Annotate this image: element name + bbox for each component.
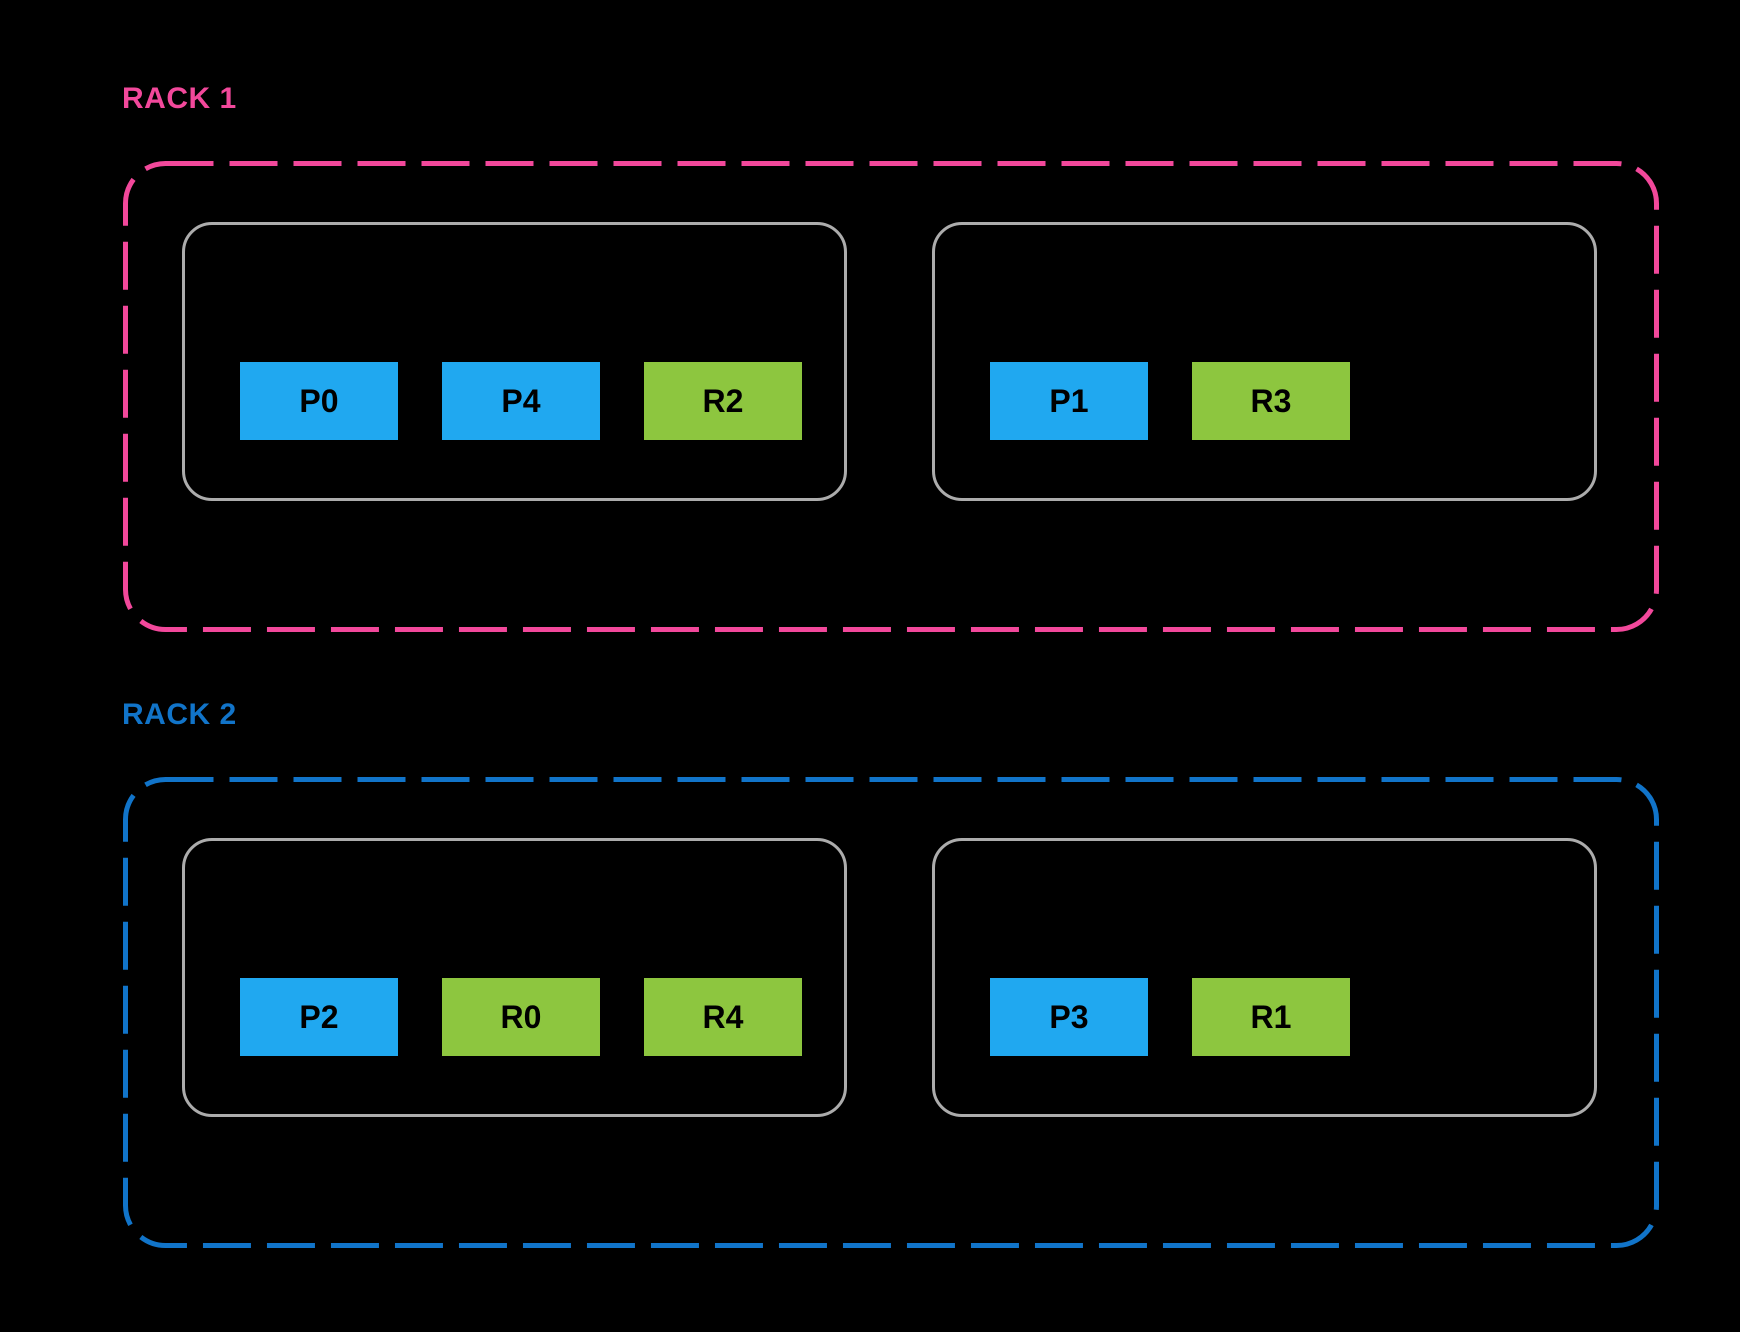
chip-label: P1	[1049, 382, 1089, 419]
hosts-row: P0 P4 R2 P1 R3	[182, 222, 1597, 501]
chip-p0: P0	[240, 362, 398, 440]
chip-label: R1	[1250, 998, 1292, 1035]
chip-r2: R2	[644, 362, 802, 440]
rack-boundary-1: P0 P4 R2 P1 R3	[123, 161, 1659, 632]
chip-label: P4	[501, 382, 541, 419]
chip-p4: P4	[442, 362, 600, 440]
chip-r3: R3	[1192, 362, 1350, 440]
chip-p1: P1	[990, 362, 1148, 440]
chip-label: P0	[299, 382, 339, 419]
chips-row: P2 R0 R4	[240, 978, 802, 1056]
chip-label: R0	[500, 998, 542, 1035]
host-box-4: P3 R1	[932, 838, 1597, 1117]
rack-dashed-border-icon	[123, 777, 1659, 1248]
chips-row: P0 P4 R2	[240, 362, 802, 440]
chip-label: R2	[702, 382, 744, 419]
chip-label: R4	[702, 998, 744, 1035]
chip-p2: P2	[240, 978, 398, 1056]
hosts-row: P2 R0 R4 P3 R1	[182, 838, 1597, 1117]
host-box-1: P0 P4 R2	[182, 222, 847, 501]
rack-label-1: RACK 1	[122, 82, 237, 115]
chip-r4: R4	[644, 978, 802, 1056]
chip-label: P2	[299, 998, 339, 1035]
host-box-3: P2 R0 R4	[182, 838, 847, 1117]
chips-row: P1 R3	[990, 362, 1350, 440]
chip-r0: R0	[442, 978, 600, 1056]
rack-boundary-2: P2 R0 R4 P3 R1	[123, 777, 1659, 1248]
chip-label: P3	[1049, 998, 1089, 1035]
chips-row: P3 R1	[990, 978, 1350, 1056]
rack-dashed-border-icon	[123, 161, 1659, 632]
chip-label: R3	[1250, 382, 1292, 419]
chip-p3: P3	[990, 978, 1148, 1056]
rack-label-2: RACK 2	[122, 698, 237, 731]
chip-r1: R1	[1192, 978, 1350, 1056]
host-box-2: P1 R3	[932, 222, 1597, 501]
